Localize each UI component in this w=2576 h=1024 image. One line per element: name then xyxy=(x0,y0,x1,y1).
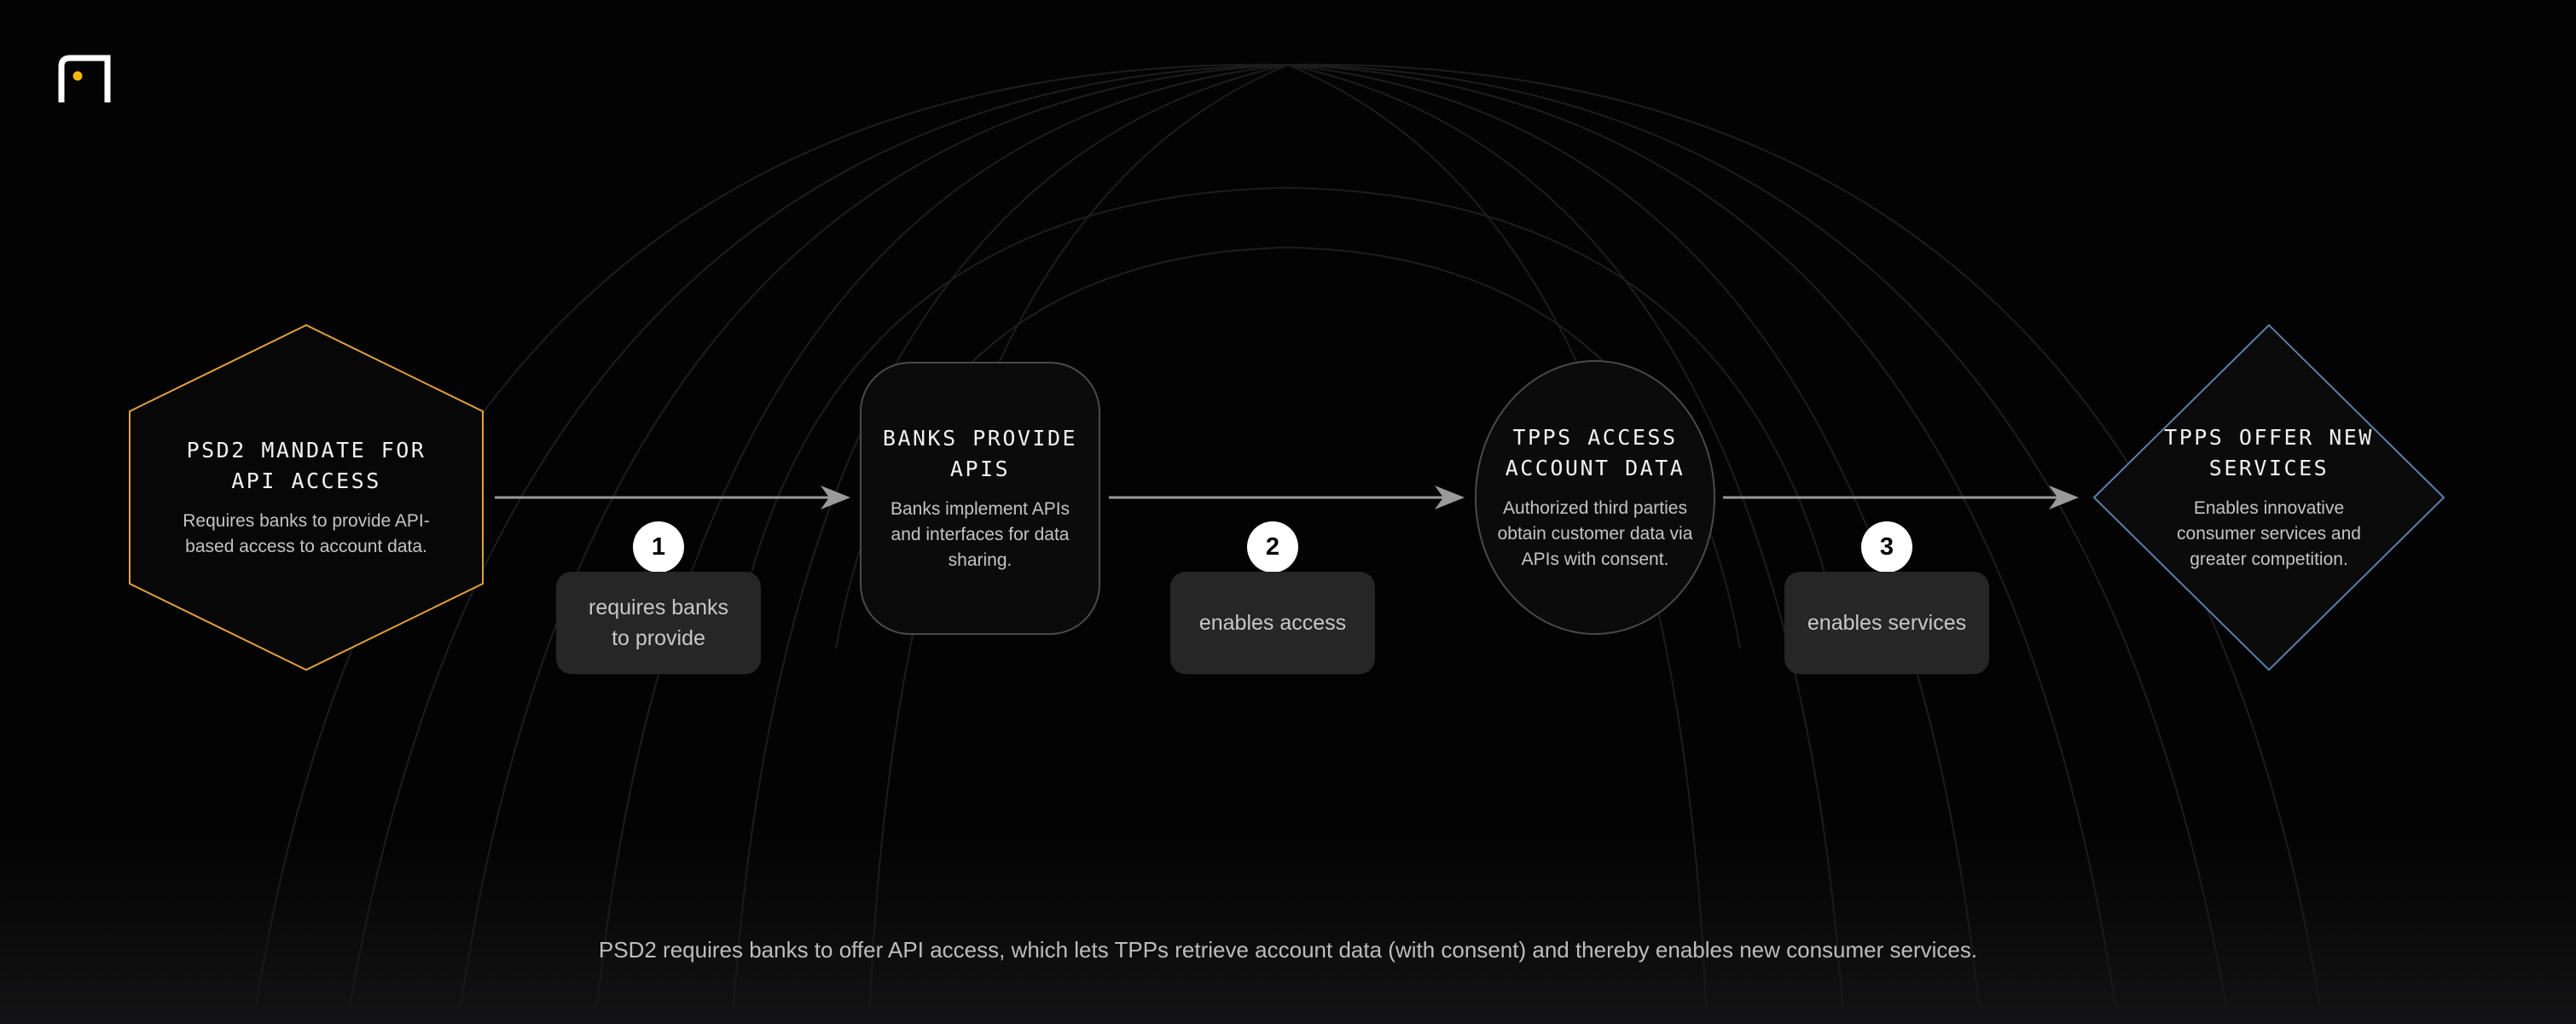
node-title: BANKS PROVIDE APIS xyxy=(882,426,1078,481)
hexagon-shape xyxy=(129,323,484,672)
node-psd2-mandate: PSD2 MANDATE FOR API ACCESS Requires ban… xyxy=(161,427,451,568)
step-1-label: requires banks to provide xyxy=(556,572,761,674)
node-title: TPPS ACCESS ACCOUNT DATA xyxy=(1505,425,1685,480)
node-description: Authorized third parties obtain customer… xyxy=(1497,498,1693,569)
step-2-badge: 2 xyxy=(1247,521,1298,573)
step-1-badge: 1 xyxy=(633,521,684,573)
arrow-3-head xyxy=(2049,486,2079,509)
rounded-rectangle-shape xyxy=(860,362,1100,635)
ellipse-shape xyxy=(1475,360,1715,635)
node-title: TPPS OFFER NEW SERVICES xyxy=(2164,425,2374,480)
node-title: PSD2 MANDATE FOR API ACCESS xyxy=(186,438,426,493)
brand-logo xyxy=(58,55,111,102)
step-3-badge: 3 xyxy=(1861,521,1912,573)
node-banks-provide-apis: BANKS PROVIDE APIS Banks implement APIs … xyxy=(878,388,1082,608)
bottom-fade xyxy=(0,836,2576,1024)
node-tpps-access-data: TPPS ACCESS ACCOUNT DATA Authorized thir… xyxy=(1493,375,1697,620)
diagram-caption: PSD2 requires banks to offer API access,… xyxy=(598,937,1978,963)
step-2-label: enables access xyxy=(1170,572,1375,674)
logo-accent-dot xyxy=(73,71,83,81)
diamond-shape xyxy=(2092,323,2445,672)
node-description: Requires banks to provide API-based acce… xyxy=(183,511,430,556)
node-description: Banks implement APIs and interfaces for … xyxy=(890,499,1070,570)
step-3-label: enables services xyxy=(1784,572,1989,674)
node-description: Enables innovative consumer services and… xyxy=(2177,498,2361,569)
arrow-2-head xyxy=(1435,486,1465,509)
node-tpps-offer-services: TPPS OFFER NEW SERVICES Enables innovati… xyxy=(2158,410,2380,585)
arrow-1-head xyxy=(821,486,850,509)
